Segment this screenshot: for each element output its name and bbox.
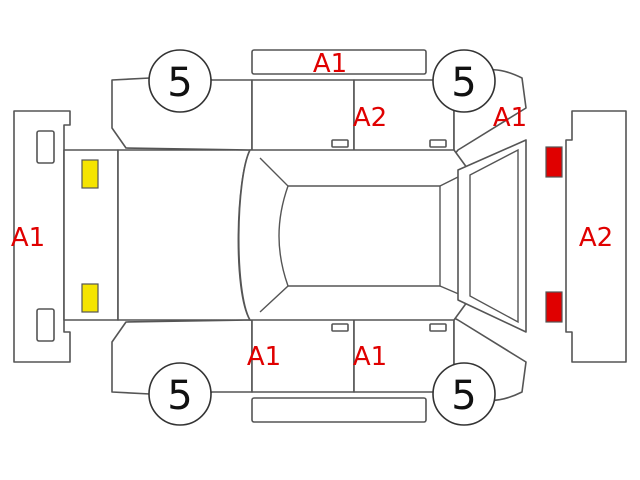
cabin bbox=[237, 149, 471, 321]
front-bumper bbox=[13, 110, 71, 363]
code-rear-bumper: A2 bbox=[579, 223, 613, 253]
rear-bumper bbox=[545, 110, 627, 363]
wheel-rear-left: 5 bbox=[432, 49, 496, 113]
code-rear-door-bottom: A1 bbox=[353, 342, 387, 372]
wheel-rear-left-rating: 5 bbox=[451, 60, 476, 106]
front-section bbox=[63, 149, 119, 321]
front-right-lamp bbox=[81, 283, 99, 313]
rear-right-lamp bbox=[545, 291, 563, 323]
bottom-roof-rail bbox=[251, 397, 427, 423]
code-front-bumper: A1 bbox=[11, 223, 45, 253]
front-left-lamp bbox=[81, 159, 99, 189]
wheel-rear-right: 5 bbox=[432, 362, 496, 426]
wheel-rear-right-rating: 5 bbox=[451, 373, 476, 419]
rear-left-lamp bbox=[545, 146, 563, 178]
wheel-front-right: 5 bbox=[148, 362, 212, 426]
code-roof-rail-top: A1 bbox=[313, 49, 347, 79]
rear-section bbox=[457, 139, 527, 333]
hood bbox=[117, 149, 251, 321]
top-roof-rail bbox=[251, 49, 427, 75]
wheel-front-left: 5 bbox=[148, 49, 212, 113]
code-front-door-bottom: A1 bbox=[247, 342, 281, 372]
code-rear-quarter-top: A1 bbox=[493, 103, 527, 133]
wheel-front-left-rating: 5 bbox=[167, 60, 192, 106]
wheel-front-right-rating: 5 bbox=[167, 373, 192, 419]
code-rear-door-top: A2 bbox=[353, 103, 387, 133]
